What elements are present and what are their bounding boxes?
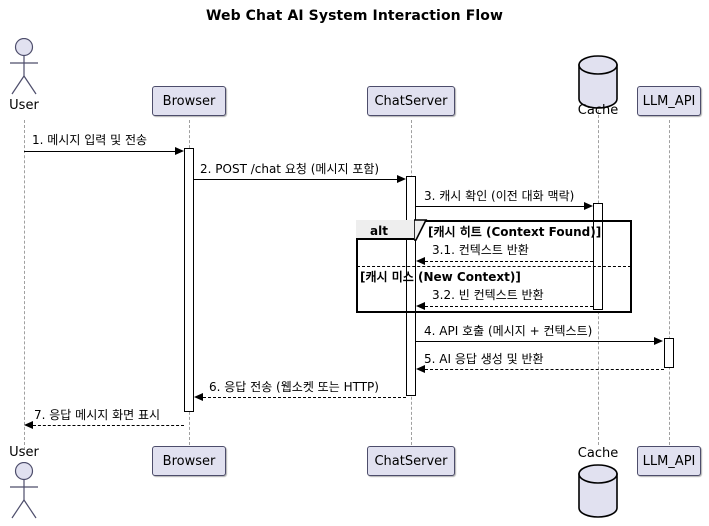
- message-line-1: [24, 151, 176, 152]
- message-line-2: [194, 179, 398, 180]
- message-arrowhead-5: [416, 365, 425, 373]
- activation-browser: [184, 148, 194, 412]
- message-line-5: [425, 369, 664, 370]
- message-label-7: 7. 응답 메시지 화면 표시: [34, 408, 161, 422]
- participant-chatserver-top[interactable]: ChatServer: [367, 86, 455, 116]
- message-line-3-2: [425, 306, 593, 307]
- actor-user-bottom: [7, 461, 41, 520]
- message-label-5: 5. AI 응답 생성 및 반환: [424, 352, 544, 366]
- alt-operator-label: alt: [370, 224, 388, 238]
- message-label-3-2: 3.2. 빈 컨텍스트 반환: [432, 288, 544, 302]
- participant-label-chatserver-top: ChatServer: [374, 93, 448, 109]
- alt-guard-2: [캐시 미스 (New Context)]: [360, 270, 521, 284]
- participant-label-browser-top: Browser: [162, 93, 216, 109]
- participant-label-chatserver-bottom: ChatServer: [374, 453, 448, 469]
- participant-llm-api-bottom[interactable]: LLM_API: [637, 446, 701, 476]
- message-label-3: 3. 캐시 확인 (이전 대화 맥락): [424, 189, 575, 203]
- participant-llm-api-top[interactable]: LLM_API: [637, 86, 701, 116]
- message-arrowhead-4: [654, 337, 663, 345]
- message-arrowhead-3-1: [416, 257, 425, 265]
- participant-cache-bottom[interactable]: [576, 464, 620, 518]
- actor-icon: [10, 37, 38, 95]
- participant-label-llm-api-top: LLM_API: [642, 93, 696, 109]
- activation-llm-api: [664, 338, 674, 368]
- alt-branch-divider: [357, 266, 631, 267]
- lifeline-llm-api: [669, 120, 670, 445]
- participant-label-llm-api-bottom: LLM_API: [642, 453, 696, 469]
- message-line-7: [33, 425, 184, 426]
- alt-tag-notch-icon: [414, 219, 428, 241]
- lifeline-user: [24, 120, 25, 450]
- message-label-1: 1. 메시지 입력 및 전송: [32, 133, 148, 147]
- actor-icon: [10, 461, 38, 519]
- message-label-4: 4. API 호출 (메시지 + 컨텍스트): [424, 324, 593, 338]
- message-arrowhead-2: [397, 175, 406, 183]
- participant-browser-top[interactable]: Browser: [152, 86, 226, 116]
- message-arrowhead-7: [24, 421, 33, 429]
- participant-label-user-top: User: [9, 98, 39, 113]
- message-arrowhead-6: [194, 393, 203, 401]
- participant-label-browser-bottom: Browser: [162, 453, 216, 469]
- alt-guard-1: [캐시 히트 (Context Found)]: [428, 225, 602, 239]
- message-line-3: [416, 206, 585, 207]
- message-line-6: [203, 397, 406, 398]
- database-icon: [578, 55, 618, 109]
- diagram-title: Web Chat AI System Interaction Flow: [205, 8, 504, 24]
- message-label-6: 6. 응답 전송 (웹소켓 또는 HTTP): [209, 380, 379, 394]
- message-arrowhead-3: [584, 202, 593, 210]
- database-icon: [578, 464, 618, 518]
- participant-chatserver-bottom[interactable]: ChatServer: [367, 446, 455, 476]
- participant-cache-top[interactable]: [576, 55, 620, 109]
- message-label-2: 2. POST /chat 요청 (메시지 포함): [200, 162, 380, 176]
- activation-chatserver: [406, 176, 416, 396]
- message-arrowhead-3-2: [416, 302, 425, 310]
- message-arrowhead-1: [175, 147, 184, 155]
- participant-label-cache-top: Cache: [577, 103, 619, 118]
- actor-user-top: [7, 37, 41, 96]
- message-line-4: [416, 341, 655, 342]
- message-label-3-1: 3.1. 컨텍스트 반환: [432, 243, 529, 257]
- participant-label-cache-bottom: Cache: [577, 446, 619, 461]
- message-line-3-1: [425, 261, 593, 262]
- participant-label-user-bottom: User: [9, 445, 39, 460]
- activation-cache: [593, 203, 603, 310]
- participant-browser-bottom[interactable]: Browser: [152, 446, 226, 476]
